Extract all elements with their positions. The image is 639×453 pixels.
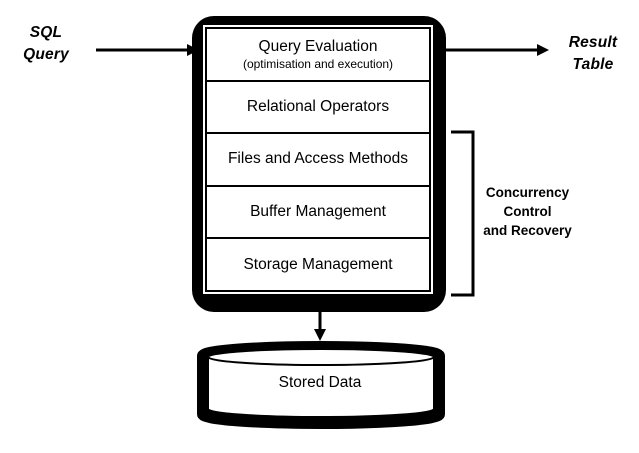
layer-relational-operators: Relational Operators bbox=[207, 81, 429, 135]
layer-query-evaluation: Query Evaluation (optimisation and execu… bbox=[207, 29, 429, 82]
layer-title: Files and Access Methods bbox=[227, 150, 409, 168]
stored-data-cylinder bbox=[197, 341, 445, 429]
layer-title: Relational Operators bbox=[246, 97, 390, 115]
down-arrow-icon bbox=[314, 311, 326, 341]
dbms-stack: Query Evaluation (optimisation and execu… bbox=[192, 16, 446, 312]
layer-subtitle: (optimisation and execution) bbox=[242, 56, 394, 71]
sql-query-label: SQL Query bbox=[23, 24, 69, 63]
concurrency-control-label: Concurrency Control and Recovery bbox=[483, 185, 572, 238]
dbms-stack-inner: Query Evaluation (optimisation and execu… bbox=[203, 25, 433, 294]
result-table-label: Result Table bbox=[568, 34, 618, 73]
layer-title: Query Evaluation bbox=[258, 37, 378, 55]
layer-title: Buffer Management bbox=[250, 203, 386, 221]
concurrency-bracket-icon bbox=[451, 130, 475, 297]
output-arrow-icon bbox=[445, 44, 549, 56]
layer-title: Storage Management bbox=[243, 255, 393, 273]
input-arrow-icon bbox=[96, 44, 199, 56]
layer-files-and-access-methods: Files and Access Methods bbox=[207, 134, 429, 187]
layer-buffer-management: Buffer Management bbox=[207, 186, 429, 240]
stored-data-label: Stored Data bbox=[278, 374, 362, 391]
dbms-layers: Query Evaluation (optimisation and execu… bbox=[205, 27, 431, 292]
layer-storage-management: Storage Management bbox=[207, 239, 429, 290]
